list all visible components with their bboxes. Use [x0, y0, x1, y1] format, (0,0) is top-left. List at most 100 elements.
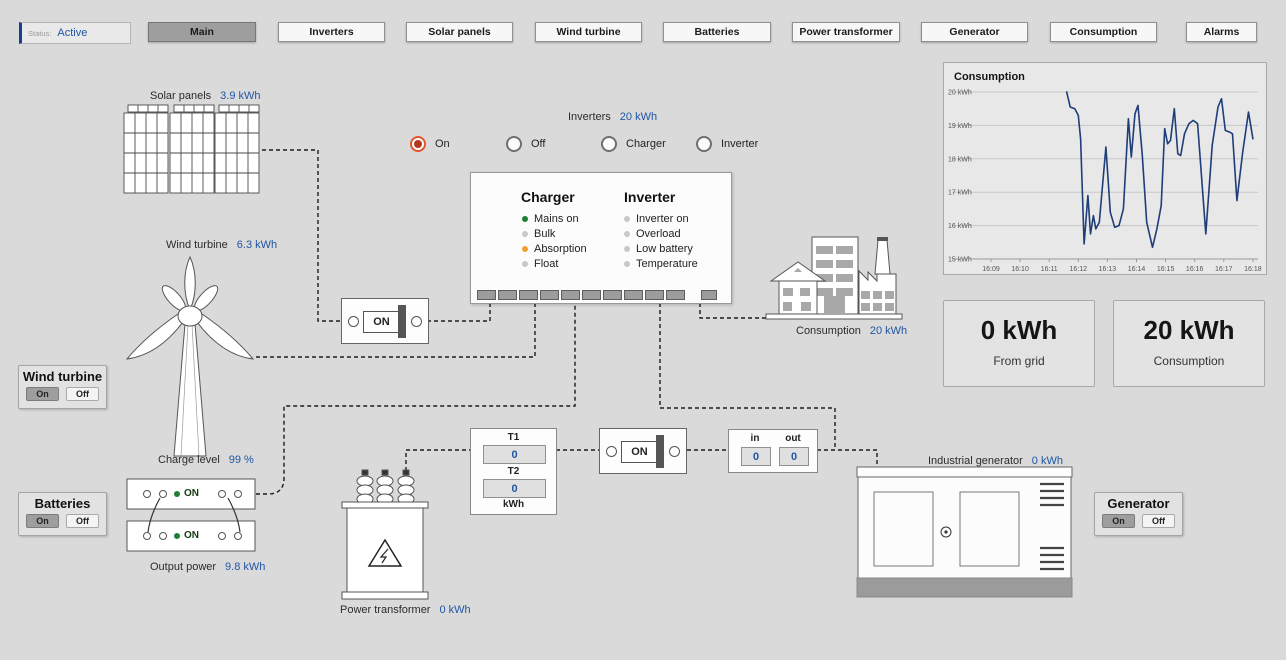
low-battery-label: Low battery [636, 243, 693, 255]
battery2-on-text: ON [184, 530, 199, 541]
inverters-value: 20 kWh [619, 111, 658, 123]
inverters-label-text: Inverters [568, 111, 611, 123]
charge-label-text: Charge level [158, 454, 220, 466]
svg-text:16:18: 16:18 [1244, 266, 1262, 273]
svg-text:16 kWh: 16 kWh [948, 223, 972, 230]
in-label: in [750, 433, 760, 444]
svg-text:16:13: 16:13 [1099, 266, 1117, 273]
battery2-led [174, 532, 180, 539]
radio-on[interactable]: On [410, 136, 450, 152]
radio-off-label: Off [531, 138, 546, 150]
radio-charger-circle[interactable] [601, 136, 617, 152]
tab-power-transformer[interactable]: Power transformer [792, 22, 900, 42]
charger-item-absorption: Absorption [522, 243, 587, 255]
radio-off[interactable]: Off [506, 136, 545, 152]
charger-inverter-panel: Charger Inverter Mains on Bulk Absorptio… [470, 172, 732, 304]
building-value: 20 kWh [869, 325, 908, 337]
terminal-strip [477, 290, 685, 300]
tab-solar-panels[interactable]: Solar panels [406, 22, 513, 42]
wind-turbine-icon [125, 255, 255, 457]
consumption-card-label: Consumption [1153, 354, 1225, 368]
chart-title: Consumption [954, 71, 1025, 83]
radio-inverter-circle[interactable] [696, 136, 712, 152]
svg-text:16:10: 16:10 [1011, 266, 1029, 273]
meter-unit-label: kWh [502, 499, 525, 510]
radio-charger[interactable]: Charger [601, 136, 666, 152]
tab-main[interactable]: Main [148, 22, 256, 42]
status-chip: Status: Active [19, 22, 131, 44]
terminal-block-extra [701, 290, 717, 300]
wind-off-button[interactable]: Off [66, 387, 99, 401]
generator-label-text: Industrial generator [928, 455, 1023, 467]
charger-item-bulk: Bulk [522, 228, 555, 240]
charger-item-mains-on: Mains on [522, 213, 579, 225]
switch1-right-terminal [411, 316, 422, 327]
solar-value: 3.9 kWh [220, 90, 261, 102]
switch1-lever[interactable] [398, 305, 406, 338]
radio-inverter[interactable]: Inverter [696, 136, 758, 152]
switch2-right-terminal [669, 446, 680, 457]
tab-inverters[interactable]: Inverters [278, 22, 385, 42]
in-out-meter-box: in out 0 0 [728, 429, 818, 473]
switch2-on-label: ON [621, 441, 658, 463]
radio-charger-label: Charger [626, 138, 666, 150]
inverter-title: Inverter [624, 189, 676, 205]
batteries-on-button[interactable]: On [26, 514, 59, 528]
generator-off-button[interactable]: Off [1142, 514, 1175, 528]
svg-text:17 kWh: 17 kWh [948, 190, 972, 197]
building-label-text: Consumption [796, 325, 861, 337]
radio-inverter-label: Inverter [721, 138, 759, 150]
bulk-led [522, 231, 528, 237]
batteries-off-button[interactable]: Off [66, 514, 99, 528]
power-transformer-icon [341, 469, 429, 600]
battery2-on-indicator: ON [174, 530, 199, 541]
tab-generator[interactable]: Generator [921, 22, 1028, 42]
tab-alarms[interactable]: Alarms [1186, 22, 1257, 42]
transformer-meter-box: T1 0 T2 0 kWh [470, 428, 557, 515]
mains-on-led [522, 216, 528, 222]
float-led [522, 261, 528, 267]
inverter-item-inverter-on: Inverter on [624, 213, 689, 225]
consumption-card: 20 kWh Consumption [1113, 300, 1265, 387]
radio-on-circle[interactable] [410, 136, 426, 152]
transformer-label-text: Power transformer [340, 604, 431, 616]
industrial-generator-label: Industrial generator 0 kWh [928, 455, 1063, 467]
consumption-card-value: 20 kWh [1143, 315, 1235, 345]
t2-label: T2 [507, 466, 520, 477]
wind-value: 6.3 kWh [236, 239, 278, 251]
float-label: Float [534, 258, 559, 270]
breaker-switch-1[interactable]: ON [341, 298, 429, 344]
tab-wind-turbine[interactable]: Wind turbine [535, 22, 642, 42]
svg-text:16:15: 16:15 [1157, 266, 1175, 273]
svg-text:18 kWh: 18 kWh [948, 156, 972, 163]
t2-value: 0 [483, 479, 546, 498]
switch2-lever[interactable] [656, 435, 664, 468]
generator-value: 0 kWh [1031, 455, 1063, 467]
wind-on-button[interactable]: On [26, 387, 59, 401]
tab-consumption[interactable]: Consumption [1050, 22, 1157, 42]
building-consumption-label: Consumption 20 kWh [796, 325, 907, 337]
charge-value: 99 % [228, 454, 254, 466]
svg-text:16:17: 16:17 [1215, 266, 1233, 273]
power-transformer-label: Power transformer 0 kWh [340, 604, 471, 616]
generator-control-title: Generator [1107, 496, 1170, 511]
generator-on-button[interactable]: On [1102, 514, 1135, 528]
breaker-switch-2[interactable]: ON [599, 428, 687, 474]
wind-control-title: Wind turbine [22, 369, 103, 384]
temperature-led [624, 261, 630, 267]
temperature-label: Temperature [636, 258, 698, 270]
charger-title: Charger [521, 189, 575, 205]
generator-icon [856, 466, 1073, 598]
tab-batteries[interactable]: Batteries [663, 22, 771, 42]
radio-off-circle[interactable] [506, 136, 522, 152]
t1-label: T1 [507, 432, 520, 443]
t1-value: 0 [483, 445, 546, 464]
inverters-label: Inverters 20 kWh [568, 111, 657, 123]
solar-panels-icon [123, 104, 260, 194]
switch1-left-terminal [348, 316, 359, 327]
svg-text:16:16: 16:16 [1186, 266, 1204, 273]
